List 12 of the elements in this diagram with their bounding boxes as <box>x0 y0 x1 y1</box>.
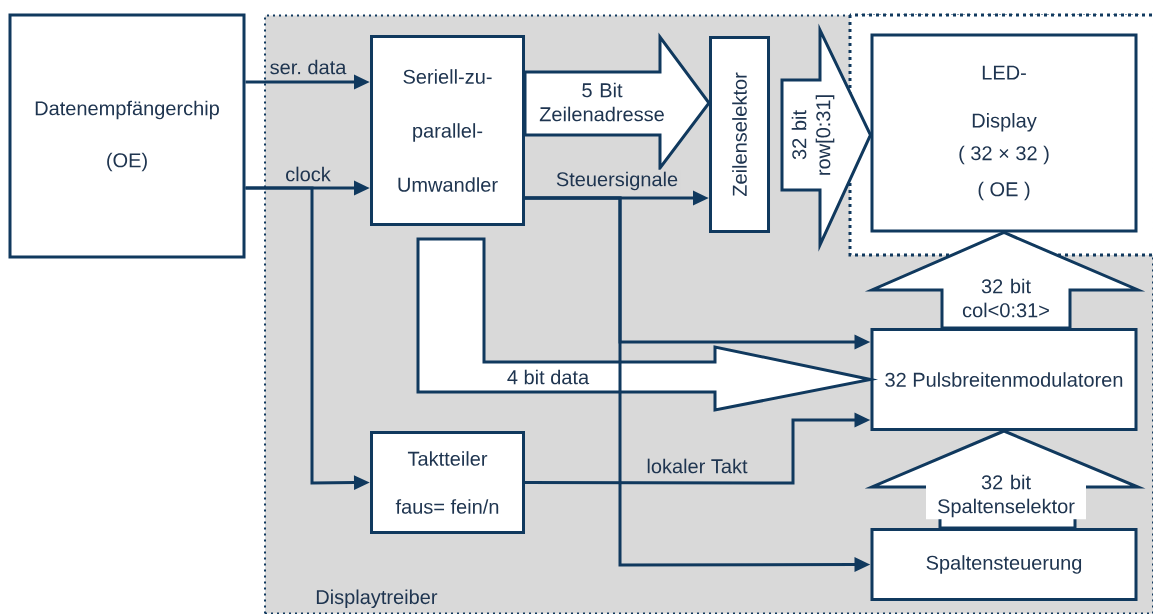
edge-label: 32 bit col<0:31> <box>946 276 1066 320</box>
chip-box: Datenempfängerchip (OE) <box>8 13 246 259</box>
edge-label: 32 bit row[0:31] <box>789 83 837 187</box>
converter-box: Seriell-zu-parallel-Umwandler <box>370 35 525 226</box>
edge-label: 32 bit Spaltenselektor <box>926 472 1086 520</box>
controller-box: Spaltensteuerung <box>870 528 1138 601</box>
edge-label: Steuersignale <box>553 169 681 193</box>
block-arrow <box>416 237 879 412</box>
display-box: LED- Display ( 32 × 32 ) ( OE ) <box>870 33 1138 233</box>
selector-box: Zeilenselektor <box>709 36 770 233</box>
modulator-box: 32 Pulsbreitenmodulatoren <box>870 328 1138 431</box>
edge-label: 5 Bit Zeilenadresse <box>528 80 676 124</box>
